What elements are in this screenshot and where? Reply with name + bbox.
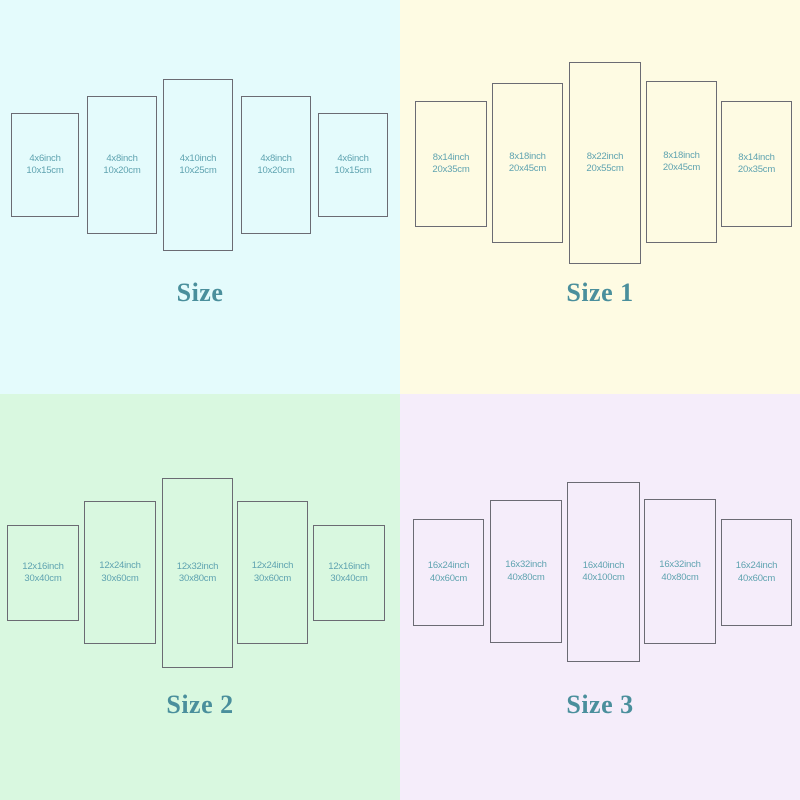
quadrant-title-size: Size — [176, 278, 224, 307]
size-panel-centimeters: 40x80cm — [661, 571, 699, 583]
size-panel-inches: 12x24inch — [99, 560, 141, 571]
size-panel-centimeters: 20x45cm — [508, 163, 547, 174]
size-panel-centimeters: 20x55cm — [586, 163, 624, 174]
size-panel-centimeters: 40x60cm — [737, 572, 776, 584]
size-panel-inches: 16x40inch — [582, 559, 625, 571]
size-panel-inches: 4x6inch — [337, 152, 369, 164]
size-panel-inches: 8x18inch — [509, 150, 546, 162]
size-panel-centimeters: 40x100cm — [582, 572, 625, 583]
size-panel-centimeters: 20x35cm — [432, 164, 470, 175]
size-panel-inches: 12x24inch — [251, 560, 294, 571]
size-panel-inches: 8x18inch — [663, 149, 700, 161]
size-panel-centimeters: 20x35cm — [737, 164, 776, 175]
size-panel-inches: 4x6inch — [29, 152, 61, 164]
size-panel-inches: 12x32inch — [176, 560, 219, 572]
size-panel-centimeters: 10x25cm — [179, 165, 217, 176]
size-panel-inches: 4x8inch — [106, 152, 138, 164]
size-panel-centimeters: 10x15cm — [26, 165, 64, 176]
size-panel-centimeters: 10x20cm — [257, 165, 295, 176]
size-panel-inches: 8x14inch — [432, 151, 470, 163]
size-panel-inches: 4x8inch — [260, 152, 292, 164]
size-panel-centimeters: 20x45cm — [662, 162, 701, 173]
size-panel-inches: 16x24inch — [735, 560, 778, 571]
size-panel-centimeters: 40x80cm — [507, 571, 545, 583]
quadrant-title-size-1: Size 1 — [566, 278, 634, 307]
size-panel-inches: 4x10inch — [179, 152, 217, 164]
size-panel-centimeters: 40x60cm — [429, 572, 468, 584]
size-panel-centimeters: 30x80cm — [178, 573, 217, 584]
quadrant-title-size-3: Size 3 — [566, 690, 634, 719]
size-panel-inches: 8x22inch — [586, 150, 624, 162]
size-panel-centimeters: 30x60cm — [253, 572, 292, 584]
size-panel-inches: 16x32inch — [659, 559, 701, 570]
size-panel-inches: 12x16inch — [328, 560, 370, 572]
size-panel-inches: 8x14inch — [738, 151, 775, 163]
size-panel-centimeters: 30x40cm — [24, 573, 62, 584]
size-panel-inches: 16x32inch — [505, 559, 547, 570]
size-panel-inches: 16x24inch — [427, 560, 470, 571]
size-panel-centimeters: 30x40cm — [330, 573, 368, 584]
size-panel-centimeters: 10x20cm — [103, 165, 141, 176]
size-panel-inches: 12x16inch — [22, 560, 64, 572]
quadrant-title-size-2: Size 2 — [166, 690, 234, 719]
size-panel-centimeters: 10x15cm — [334, 165, 372, 176]
size-panel-centimeters: 30x60cm — [101, 572, 139, 584]
